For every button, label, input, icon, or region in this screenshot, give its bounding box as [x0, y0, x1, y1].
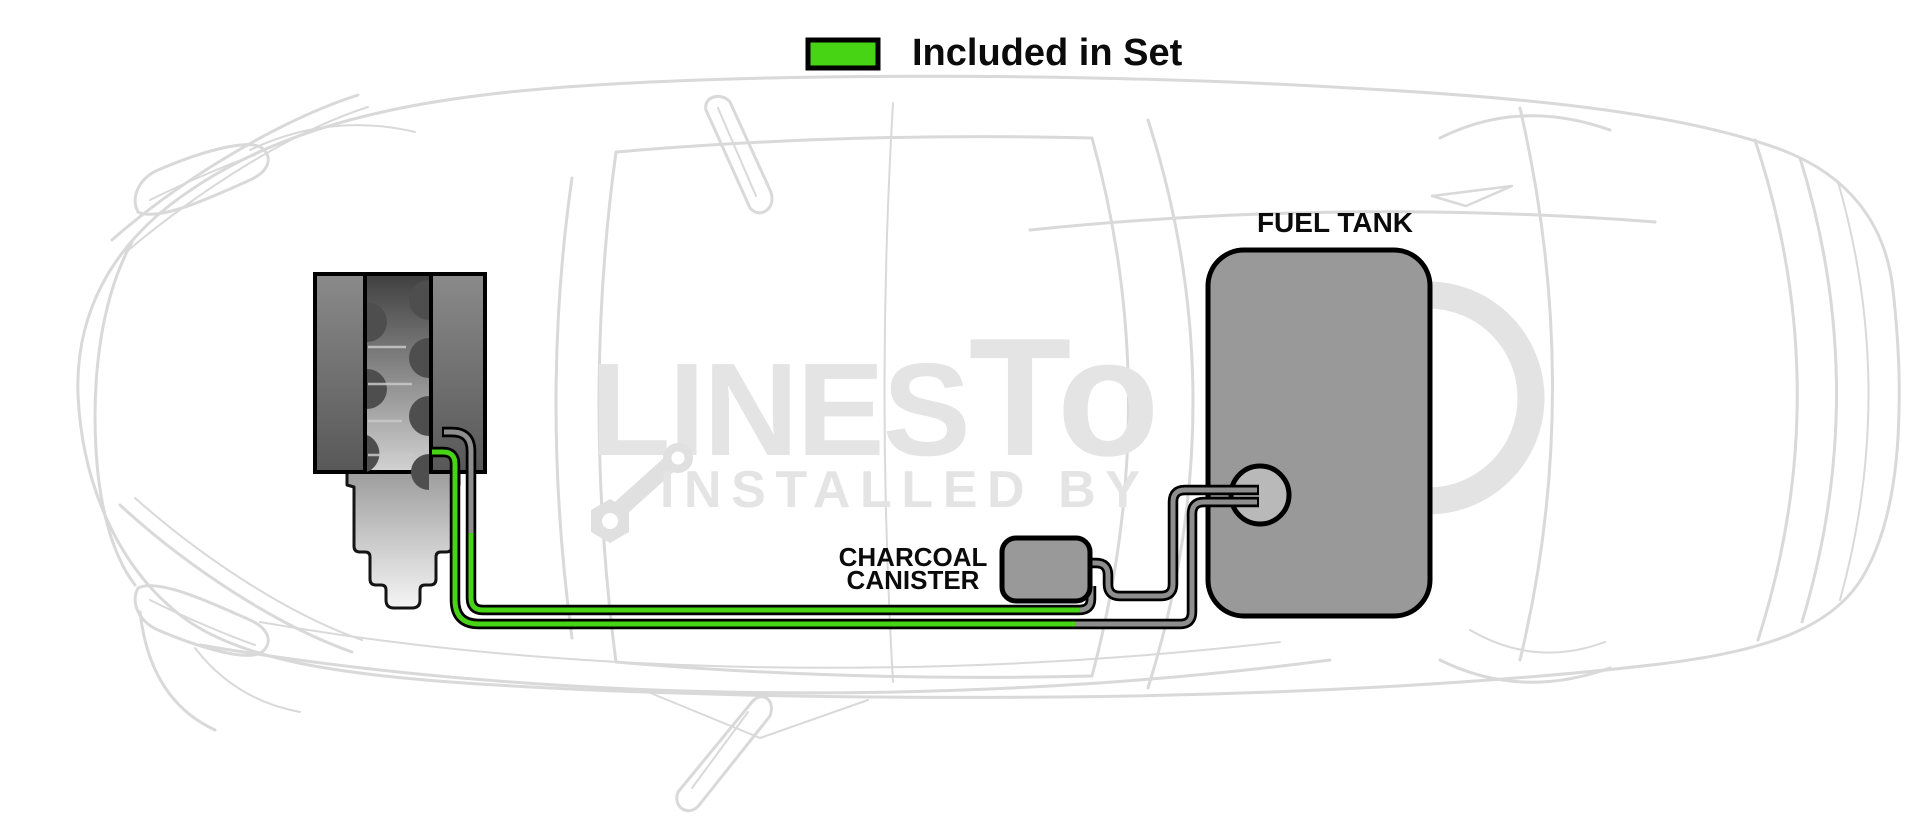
mirror-bottom [675, 695, 773, 813]
canister-to-tank-hose-core [1078, 487, 1257, 599]
rear-bumper-arc-1 [1753, 138, 1799, 642]
front-bumper-line [93, 240, 137, 587]
hood-seam-top-inner [125, 106, 369, 253]
hood-seam-bottom-inner [134, 497, 363, 641]
mirror-bottom-inner [691, 711, 749, 789]
package-shelf-line [1028, 210, 1657, 232]
legend-included-label: Included in Set [912, 32, 1183, 74]
wheel-arc-rear-top [1438, 114, 1612, 140]
mirror-top [704, 94, 774, 215]
headlight-top-left [133, 143, 270, 216]
rear-bumper-arc-2 [1798, 156, 1838, 624]
fuel-feed-line-gray-tail [1075, 499, 1257, 627]
sill-line-outer [198, 643, 1332, 695]
trunk-seam [1518, 106, 1554, 662]
floor-crease [647, 691, 869, 739]
headlight-bottom-left [133, 584, 270, 657]
headlight-bottom-left-inner [149, 599, 256, 646]
rear-window-front-edge [1090, 136, 1130, 678]
wheel-arc-rear-bottom-1 [1438, 658, 1612, 684]
rear-window-rear-edge [1146, 118, 1195, 690]
watermark-brand: LINESTo [590, 303, 1158, 491]
watermark: LINESTo INSTALLED BY [590, 281, 1545, 543]
windshield-front-edge [554, 176, 574, 640]
windshield-rear-edge [597, 150, 618, 664]
wheel-arc-rear-bottom-2 [1469, 629, 1606, 654]
headlight-top-left-inner [149, 154, 256, 201]
fuel-tank [1205, 247, 1433, 619]
hood-seam-bottom [118, 503, 354, 654]
engine-cylinder-scallops [367, 280, 429, 490]
mirror-top-inner [717, 107, 757, 197]
wrench-icon [591, 443, 693, 543]
legend-included-swatch [805, 37, 881, 71]
charcoal-canister [999, 535, 1093, 604]
vapor-line-gray-head [444, 429, 474, 533]
engine-rib-lines [368, 345, 414, 457]
rear-bumper-arc-3 [1837, 181, 1870, 601]
wheel-arc-front-top [249, 124, 416, 151]
wheel-arc-front-bottom-1 [138, 610, 217, 732]
car-outline [76, 74, 1901, 813]
charcoal-canister-label-line1: CHARCOAL [839, 542, 988, 572]
vapor-line-green-core [468, 533, 1079, 613]
vapor-line-gray-elbow [1078, 586, 1094, 613]
hood-seam-top [110, 93, 360, 242]
car-body-outline [76, 74, 1901, 699]
spoiler-notch [1430, 184, 1514, 208]
fuel-feed-line-green-core [432, 449, 1075, 627]
door-seam [883, 102, 894, 683]
roof-rail-top [614, 135, 1094, 154]
charcoal-canister-label-line2: CANISTER [847, 565, 980, 595]
wheel-arc-front-bottom-2 [194, 647, 301, 713]
watermark-tagline: INSTALLED BY [660, 461, 1148, 519]
engine-block [313, 272, 487, 490]
fuel-tank-label: FUEL TANK [1257, 207, 1413, 238]
roof-rail-bottom [614, 660, 1094, 679]
sill-line-inner [259, 621, 1281, 669]
transmission [345, 470, 461, 610]
legend: Included in Set [805, 32, 1183, 74]
fuel-lines [430, 426, 1259, 630]
